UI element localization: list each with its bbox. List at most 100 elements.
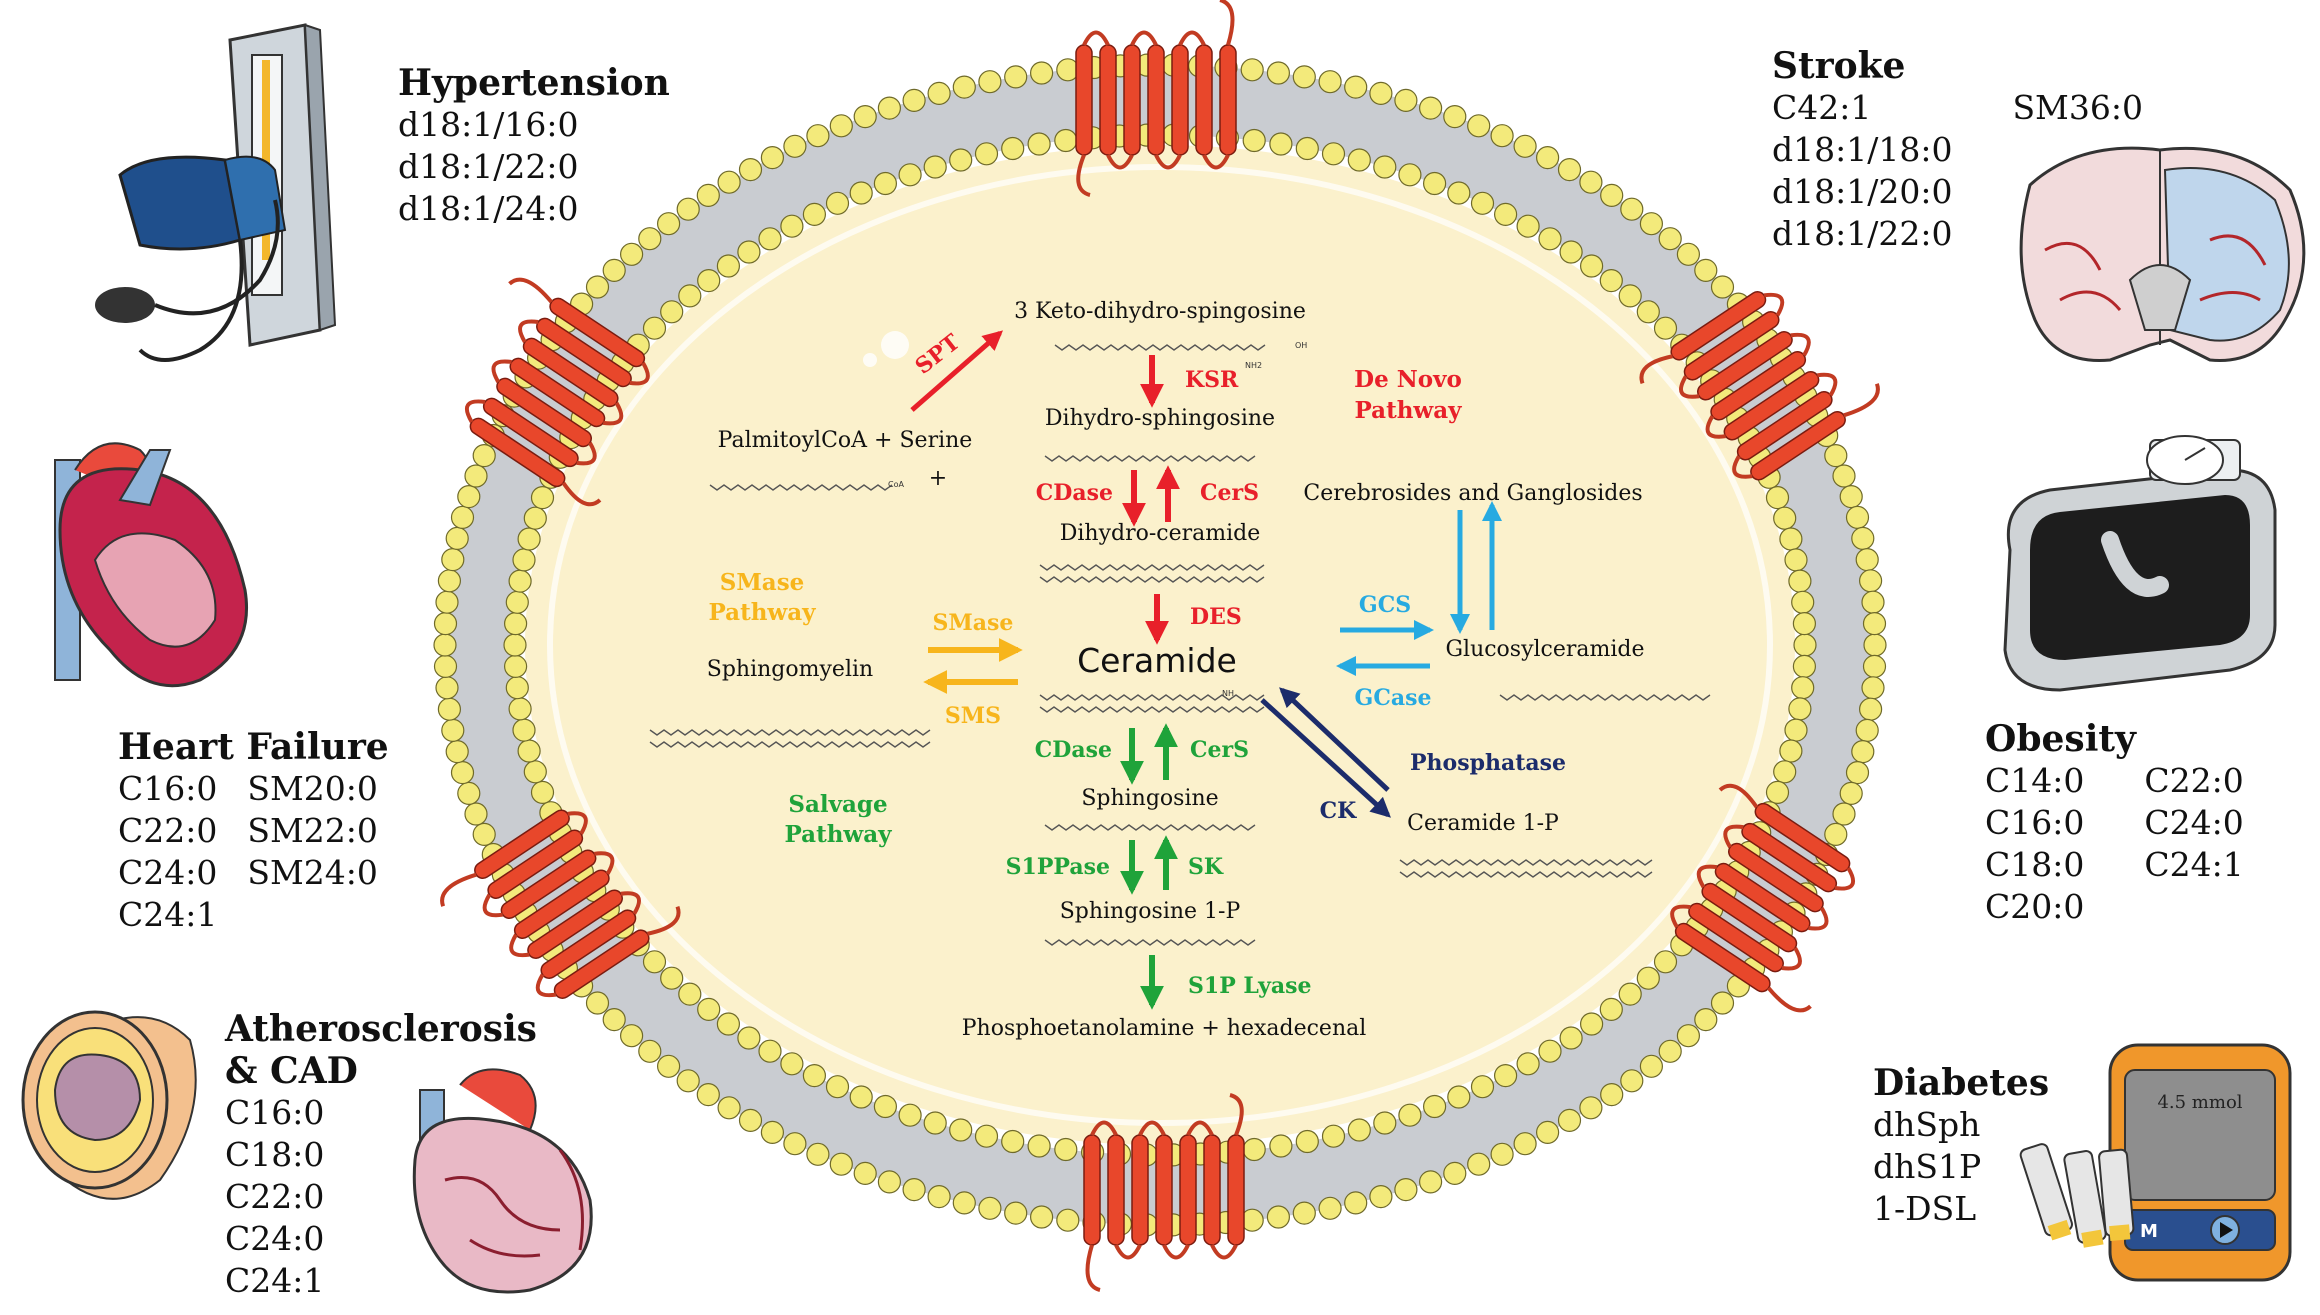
membrane-lipid-head bbox=[445, 739, 469, 764]
membrane-lipid-head bbox=[1773, 506, 1797, 530]
membrane-lipid-head bbox=[1791, 676, 1815, 700]
membrane-lipid-head bbox=[902, 1177, 926, 1202]
membrane-lipid-head bbox=[1443, 1161, 1467, 1186]
receptor-helix bbox=[1083, 1134, 1101, 1246]
gcs-label: GCS bbox=[1359, 592, 1411, 618]
membrane-lipid-head bbox=[758, 1039, 782, 1063]
phospho-label: Phosphoetanolamine + hexadecenal bbox=[962, 1016, 1367, 1041]
lipid-chain bbox=[1399, 859, 1653, 866]
membrane-lipid-head bbox=[1559, 240, 1583, 264]
lipid-chain bbox=[1499, 694, 1711, 701]
membrane-lipid-head bbox=[1559, 1026, 1583, 1050]
membrane-lipid-head bbox=[1658, 1039, 1682, 1063]
s1p-lyase-label: S1P Lyase bbox=[1188, 973, 1312, 999]
membrane-lipid-head bbox=[1579, 254, 1604, 278]
membrane-lipid-head bbox=[802, 1063, 827, 1088]
membrane-lipid-head bbox=[512, 548, 536, 572]
membrane-lipid-head bbox=[464, 464, 488, 488]
biomarker-item: d18:1/20:0 bbox=[1772, 172, 1953, 211]
membrane-lipid-head bbox=[512, 718, 536, 742]
cdase-bottom-label: CDase bbox=[1035, 737, 1112, 763]
lipid-chain bbox=[649, 741, 931, 748]
receptor-protein bbox=[1670, 783, 1856, 1013]
membrane-lipid-head bbox=[1447, 1085, 1471, 1109]
membrane-lipid-head bbox=[441, 718, 465, 743]
lipid-chain bbox=[1044, 455, 1256, 462]
obesity-title: Obesity bbox=[1985, 718, 2136, 760]
membrane-lipid-head bbox=[1398, 163, 1422, 187]
ceramide-label: Ceramide bbox=[1077, 641, 1237, 680]
lipid-chain bbox=[1039, 694, 1265, 701]
receptor-helix bbox=[549, 297, 646, 368]
membrane-lipid-head bbox=[952, 75, 976, 99]
membrane-lipid-head bbox=[696, 183, 720, 207]
membrane-lipid-head bbox=[1394, 1177, 1418, 1202]
cell-bubble bbox=[863, 353, 877, 367]
receptor-helix bbox=[1147, 44, 1165, 156]
membrane-lipid-head bbox=[1855, 718, 1879, 743]
biomarker-item: SM36:0 bbox=[2012, 88, 2143, 127]
membrane-receptors bbox=[440, 0, 1880, 1292]
membrane-lipid-head bbox=[660, 300, 684, 324]
membrane-lipid-head bbox=[1862, 611, 1887, 636]
membrane-lipid-head bbox=[1513, 134, 1537, 158]
membrane-lipid-head bbox=[1639, 1054, 1664, 1078]
cad-heart-icon bbox=[412, 1068, 593, 1294]
membrane-lipid-head bbox=[1490, 124, 1514, 148]
membrane-lipid-head bbox=[760, 146, 785, 170]
membrane-heads bbox=[433, 53, 1887, 1237]
coa-label: CoA bbox=[888, 480, 904, 489]
membrane-lipid-head bbox=[1557, 1108, 1582, 1133]
membrane-lipid-head bbox=[873, 1094, 898, 1119]
biomarker-item: C14:0 bbox=[1985, 761, 2085, 800]
receptor-helix bbox=[1075, 44, 1093, 156]
membrane-lipid-head bbox=[1422, 1094, 1447, 1119]
membrane-lipid-head bbox=[445, 526, 469, 551]
membrane-lipid-head bbox=[737, 240, 761, 264]
receptor-helix bbox=[1155, 1134, 1173, 1246]
membrane-lipid-head bbox=[1467, 1152, 1491, 1176]
membrane-lipid-head bbox=[1779, 739, 1803, 763]
membrane-lipid-head bbox=[1029, 1205, 1054, 1229]
keto-label: 3 Keto-dihydro-spingosine bbox=[1014, 299, 1306, 324]
membrane-lipid-head bbox=[898, 1103, 922, 1127]
membrane-lipid-head bbox=[697, 269, 721, 293]
membrane-lipid-head bbox=[1266, 61, 1291, 85]
membrane-lipid-head bbox=[523, 506, 547, 530]
membrane-lipid-head bbox=[780, 214, 804, 238]
membrane-lipid-head bbox=[437, 697, 461, 721]
receptor-protein bbox=[464, 277, 650, 507]
c1p-label: Ceramide 1-P bbox=[1407, 811, 1559, 836]
membrane-lipid-head bbox=[1242, 128, 1266, 153]
membrane-lipid-head bbox=[676, 1069, 700, 1093]
receptor-loops bbox=[440, 811, 681, 998]
membrane-lipid-head bbox=[717, 1096, 741, 1120]
membrane-lipid-head bbox=[1394, 88, 1418, 113]
membrane-lipid-head bbox=[1418, 1170, 1443, 1194]
lipid-chain bbox=[1044, 939, 1256, 946]
membrane-lipid-head bbox=[1792, 654, 1817, 679]
cell-bubble bbox=[881, 331, 909, 359]
glucometer-icon: 4.5 mmol M bbox=[2019, 1043, 2292, 1282]
membrane-lipid-head bbox=[464, 802, 488, 826]
membrane-lipid-head bbox=[1710, 275, 1735, 299]
de-novo-label-line1: De Novo bbox=[1354, 366, 1462, 393]
membrane-lipid-head bbox=[829, 114, 853, 138]
membrane-lipid-head bbox=[1832, 464, 1856, 488]
stroke-list-col2: SM36:0 bbox=[2012, 87, 2143, 255]
membrane-lipid-head bbox=[1765, 486, 1790, 510]
diabetes-title: Diabetes bbox=[1873, 1062, 2050, 1104]
membrane-lipid-head bbox=[783, 134, 807, 158]
lipid-chain bbox=[1054, 344, 1266, 351]
membrane-lipid-head bbox=[1676, 1024, 1701, 1048]
des-label: DES bbox=[1190, 604, 1242, 630]
chemical-structures bbox=[649, 344, 1711, 946]
membrane-lipid-head bbox=[678, 982, 702, 1006]
membrane-lipid-head bbox=[1054, 128, 1078, 153]
